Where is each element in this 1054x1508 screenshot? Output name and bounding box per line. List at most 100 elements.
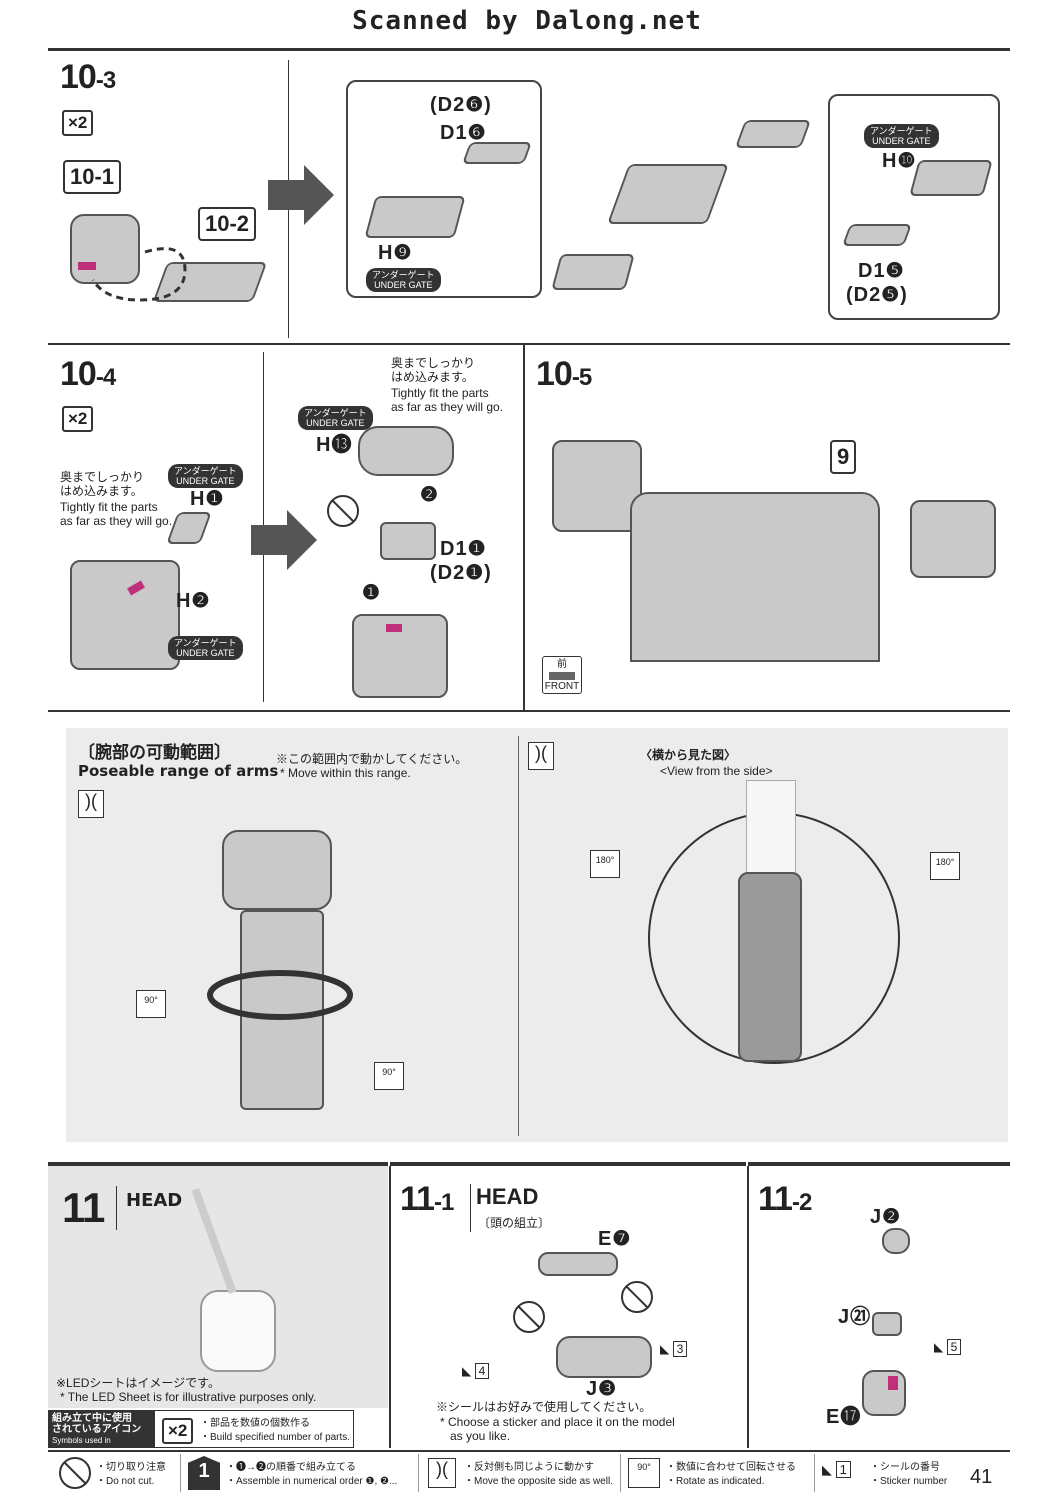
magenta-detail (78, 262, 96, 270)
sticker-3: ◣ 3 (660, 1341, 688, 1357)
no-cut-icon (327, 495, 359, 527)
part-d1-1 (380, 522, 436, 560)
step-10-4-title: 10-4 (60, 355, 116, 393)
assembled-part (607, 164, 729, 224)
legend-sep-2 (418, 1454, 419, 1492)
label-d1-1: D1❶ (440, 538, 487, 560)
step-11-2-title: 11-2 (758, 1180, 812, 1218)
step11-1-rule (390, 1162, 746, 1166)
sticker-note-en: * Choose a sticker and place it on the m… (440, 1415, 675, 1443)
symbols-box (154, 1410, 354, 1448)
fit-note-en-2: Tightly fit the parts as far as they wil… (391, 386, 504, 414)
row-rule-1 (48, 343, 1010, 345)
part-d1-6 (461, 142, 533, 164)
ref-10-1: 10-1 (63, 160, 122, 194)
cut-legend-jp: ・切り取り注意 (96, 1462, 166, 1473)
part-h1 (166, 512, 212, 544)
step11-2-rule (748, 1162, 1010, 1166)
label-d2-6: (D2❻) (430, 94, 492, 116)
label-d1-5: D1❺ (858, 260, 905, 282)
range-note-en: * Move within this range. (280, 766, 411, 780)
head-part (70, 214, 140, 284)
poseable-title-en: Poseable range of arms (78, 762, 279, 780)
arm-upper (222, 830, 332, 910)
sticker-legend-en: ・Sticker number (870, 1476, 948, 1487)
opposite-legend-jp: ・反対側も同じように動かす (464, 1462, 594, 1473)
cut-icon (59, 1457, 91, 1489)
opposite-side-icon-2: )( (528, 742, 554, 770)
poseable-panel (66, 728, 1008, 1142)
arm-ghost (746, 780, 796, 880)
row-rule-2 (48, 710, 1010, 712)
part-h13 (358, 426, 454, 476)
fit-note-jp: 奥までしっかり はめ込みます。 (60, 470, 145, 498)
step-11-1-label: HEAD (476, 1184, 539, 1209)
no-cut-icon-2 (513, 1301, 545, 1333)
lower-part (551, 254, 635, 290)
side-view-jp: 〈横から見た図〉 (640, 748, 737, 762)
side-view-en: <View from the side> (660, 764, 773, 778)
next-arrow-2 (251, 510, 317, 570)
led-note-jp: ※LEDシートはイメージです。 (56, 1376, 220, 1390)
cut-legend-en: ・Do not cut. (96, 1476, 155, 1487)
part-j2 (882, 1228, 910, 1254)
multiplier-badge-2: ×2 (62, 406, 94, 432)
step11-sep (116, 1186, 117, 1230)
x2-icon: ×2 (162, 1418, 194, 1444)
label-d1-6: D1❻ (440, 122, 487, 144)
torso (630, 492, 880, 662)
opposite-icon: )( (428, 1458, 456, 1488)
label-j21: J㉑ (838, 1306, 872, 1328)
shoulder-right (910, 500, 996, 578)
label-h13: H⓭ (316, 434, 353, 456)
magenta-detail-4 (888, 1376, 898, 1390)
top-rule (48, 48, 1010, 51)
legend-sep-4 (814, 1454, 815, 1492)
opposite-side-icon: )( (78, 790, 104, 818)
part-e7 (538, 1252, 618, 1276)
rotate-180-icon-2: 180° (930, 852, 960, 880)
rotate-arrow (207, 970, 353, 1020)
part-h10 (909, 160, 993, 196)
step-10-5-title: 10-5 (536, 355, 592, 393)
fit-note-jp-2: 奥までしっかり はめ込みます。 (391, 356, 476, 384)
label-e7: E❼ (598, 1228, 632, 1250)
legend-sep-1 (180, 1454, 181, 1492)
step11-1-sep (470, 1184, 471, 1232)
label-h2: H❷ (176, 590, 211, 612)
footer-legend (48, 1450, 1010, 1496)
callout-left (346, 80, 542, 298)
label-h9: H❾ (378, 242, 413, 264)
sticker-legend-jp: ・シールの番号 (870, 1462, 940, 1473)
rotate-icon: 90° (628, 1458, 660, 1488)
order-2: ❷ (420, 484, 439, 506)
step-11-1-label-jp: 〔頭の組立〕 (478, 1216, 551, 1230)
label-j2: J❷ (870, 1206, 902, 1228)
divider-11-2 (747, 1166, 749, 1448)
scan-credit: Scanned by Dalong.net (352, 6, 702, 36)
no-cut-icon-3 (621, 1281, 653, 1313)
rotate-180-icon: 180° (590, 850, 620, 878)
fit-note-en: Tightly fit the parts as far as they wil… (60, 500, 173, 528)
multiplier-badge: ×2 (62, 110, 94, 136)
sticker-4: ◣ 4 (462, 1363, 490, 1379)
rotate-90-icon: 90° (136, 990, 166, 1018)
x2-legend-jp: ・部品を数値の個数作る (200, 1418, 310, 1429)
divider-10-5 (523, 345, 525, 710)
ref-9: 9 (830, 440, 857, 474)
arm-part (70, 560, 180, 670)
order-legend-en: ・Assemble in numerical order ❶, ❷... (226, 1476, 398, 1487)
arm-side (738, 872, 802, 1062)
sticker-icon: ◣ 1 (822, 1461, 851, 1478)
label-d2-1: (D2❶) (430, 562, 492, 584)
part-j21 (872, 1312, 902, 1336)
label-h10: H❿ (882, 150, 917, 172)
order-icon: 1 (188, 1456, 220, 1490)
sticker-note-jp: ※シールはお好みで使用してください。 (436, 1400, 652, 1414)
part-e17 (862, 1370, 906, 1416)
step-11-label: HEAD (126, 1190, 183, 1211)
sticker-5: ◣ 5 (934, 1339, 962, 1355)
